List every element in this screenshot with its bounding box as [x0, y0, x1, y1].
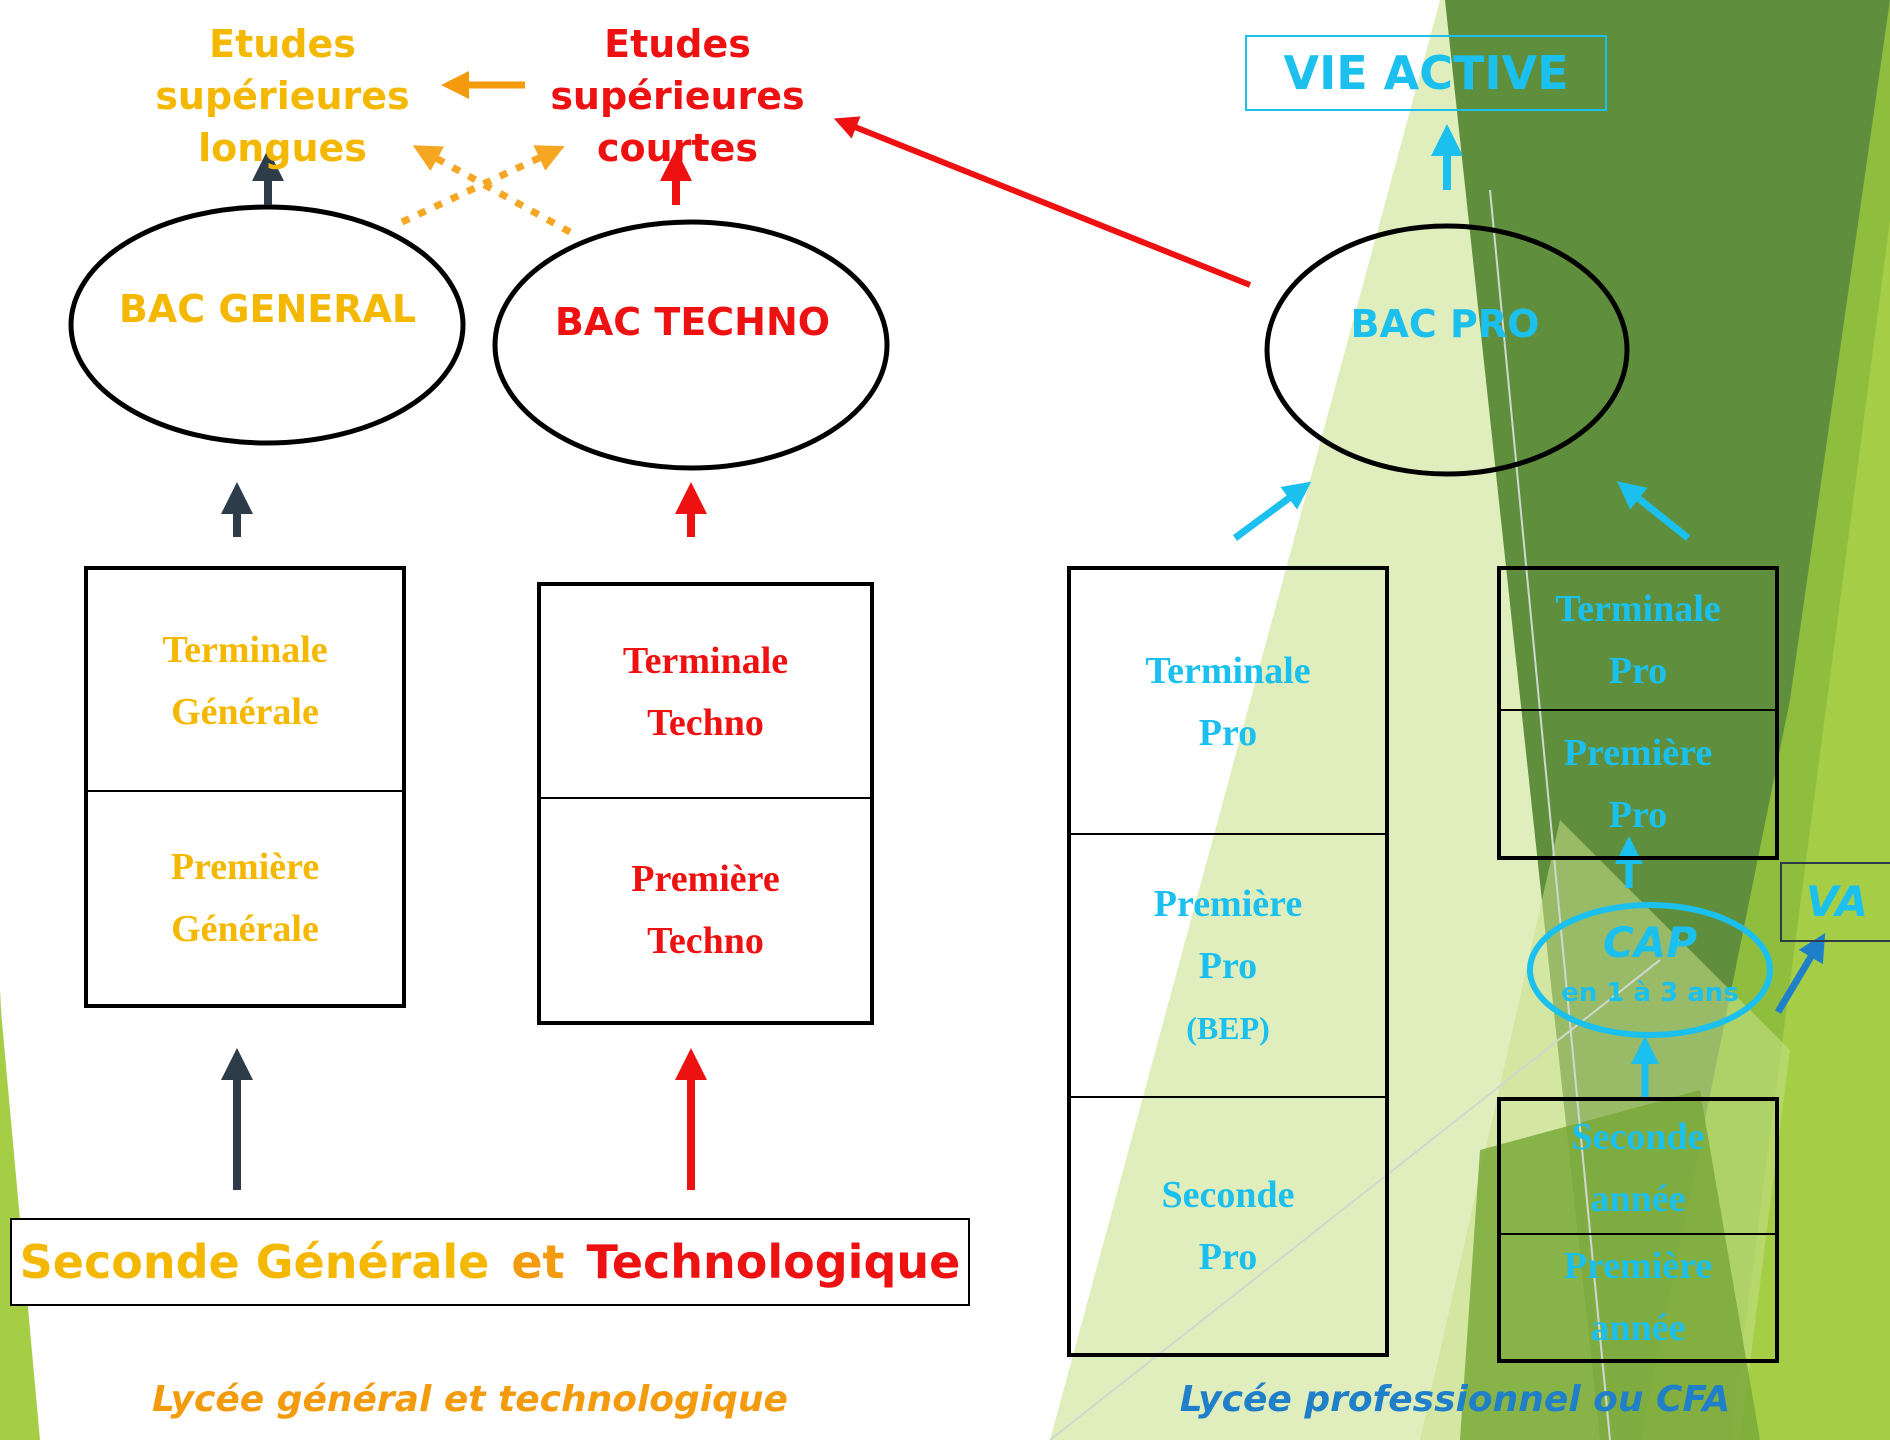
pro-divider-1	[1071, 833, 1385, 835]
vie-active-label: VIE ACTIVE	[1283, 46, 1569, 100]
pro-divider-2	[1071, 1096, 1385, 1098]
premiere-techno-line-1: Première	[631, 858, 780, 900]
arrow-captop-to-bacpro	[1617, 481, 1691, 541]
seconde-gt-box: Seconde Générale et Technologique	[10, 1218, 970, 1306]
bac-pro-label: BAC PRO	[1350, 302, 1540, 346]
terminale-pro-line-1: Terminale	[1145, 650, 1311, 692]
premiere-annee-cell: Première année	[1501, 1235, 1775, 1359]
seconde-annee-line-2: année	[1590, 1177, 1686, 1220]
seconde-annee-cell: Seconde année	[1501, 1101, 1775, 1234]
premiere-pro-line-3: (BEP)	[1186, 1010, 1270, 1046]
cap-terminale-pro-line-2: Pro	[1608, 650, 1668, 692]
premiere-generale-line-2: Générale	[171, 908, 319, 950]
etudes-courtes-line-3: courtes	[597, 126, 758, 170]
arrow-bacpro-to-courtes	[833, 116, 1252, 288]
etudes-longues-line-1: Etudes	[209, 22, 356, 66]
footer-right: Lycée professionnel ou CFA	[1179, 1379, 1731, 1420]
terminale-techno-line-2: Techno	[647, 702, 764, 744]
cap-premiere-pro-line-1: Première	[1563, 731, 1713, 774]
premiere-annee-line-2: année	[1590, 1307, 1686, 1349]
vie-active-box: VIE ACTIVE	[1245, 35, 1607, 111]
premiere-annee-line-1: Première	[1563, 1245, 1713, 1287]
bg-green-low	[1460, 1090, 1760, 1440]
bac-general-ellipse	[68, 204, 466, 446]
etudes-courtes-line-1: Etudes	[604, 22, 751, 66]
bac-techno-label: BAC TECHNO	[554, 300, 831, 344]
terminale-pro-line-2: Pro	[1198, 712, 1258, 754]
seconde-annee-line-1: Seconde	[1571, 1115, 1705, 1158]
cap-annee-divider	[1501, 1233, 1775, 1235]
seconde-pro-line-2: Pro	[1198, 1235, 1258, 1278]
bg-line-1	[1489, 189, 1611, 1440]
seconde-gt-part3: Technologique	[586, 1235, 961, 1289]
etudes-longues-label: Etudes supérieures longues	[150, 18, 415, 174]
terminale-generale-line-2: Générale	[171, 691, 319, 733]
bac-pro-ellipse	[1264, 223, 1630, 477]
arrow-dotted-general-to-courtes	[400, 145, 565, 226]
terminale-generale-line-1: Terminale	[162, 629, 328, 671]
cap-terminale-pro-line-1: Terminale	[1555, 588, 1721, 630]
etudes-longues-line-3: longues	[198, 126, 367, 170]
premiere-generale-line-1: Première	[170, 846, 320, 888]
premiere-pro-line-2: Pro	[1198, 945, 1258, 987]
bg-line-2	[1049, 959, 1661, 1440]
premiere-techno-line-2: Techno	[647, 920, 764, 962]
va-box: VA	[1780, 862, 1890, 942]
bac-general-label: BAC GENERAL	[118, 287, 417, 331]
premiere-pro-line-1: Première	[1153, 883, 1303, 925]
cap-subtitle: en 1 à 3 ans	[1561, 978, 1739, 1008]
footer-left: Lycée général et technologique	[152, 1379, 788, 1420]
arrow-cap-to-va	[1774, 932, 1826, 1014]
general-divider	[88, 790, 402, 792]
cap-pro-divider	[1501, 709, 1775, 711]
terminale-techno-line-1: Terminale	[622, 640, 789, 682]
etudes-longues-line-2: supérieures	[155, 74, 410, 118]
seconde-pro-line-1: Seconde	[1161, 1173, 1295, 1216]
bac-techno-ellipse	[492, 219, 890, 471]
va-label: VA	[1805, 877, 1869, 926]
seconde-gt-part1: Seconde Générale	[19, 1235, 490, 1289]
cap-annee-column: Seconde année Première année	[1497, 1097, 1779, 1363]
cap-title: CAP	[1602, 918, 1698, 967]
cap-premiere-pro-line-2: Pro	[1608, 793, 1668, 836]
etudes-courtes-label: Etudes supérieures courtes	[545, 18, 810, 174]
seconde-gt-part2: et	[511, 1235, 565, 1289]
etudes-courtes-line-2: supérieures	[550, 74, 805, 118]
arrow-pro-to-bacpro	[1232, 481, 1312, 541]
cap-ellipse	[1527, 902, 1773, 1038]
techno-divider	[541, 797, 870, 799]
